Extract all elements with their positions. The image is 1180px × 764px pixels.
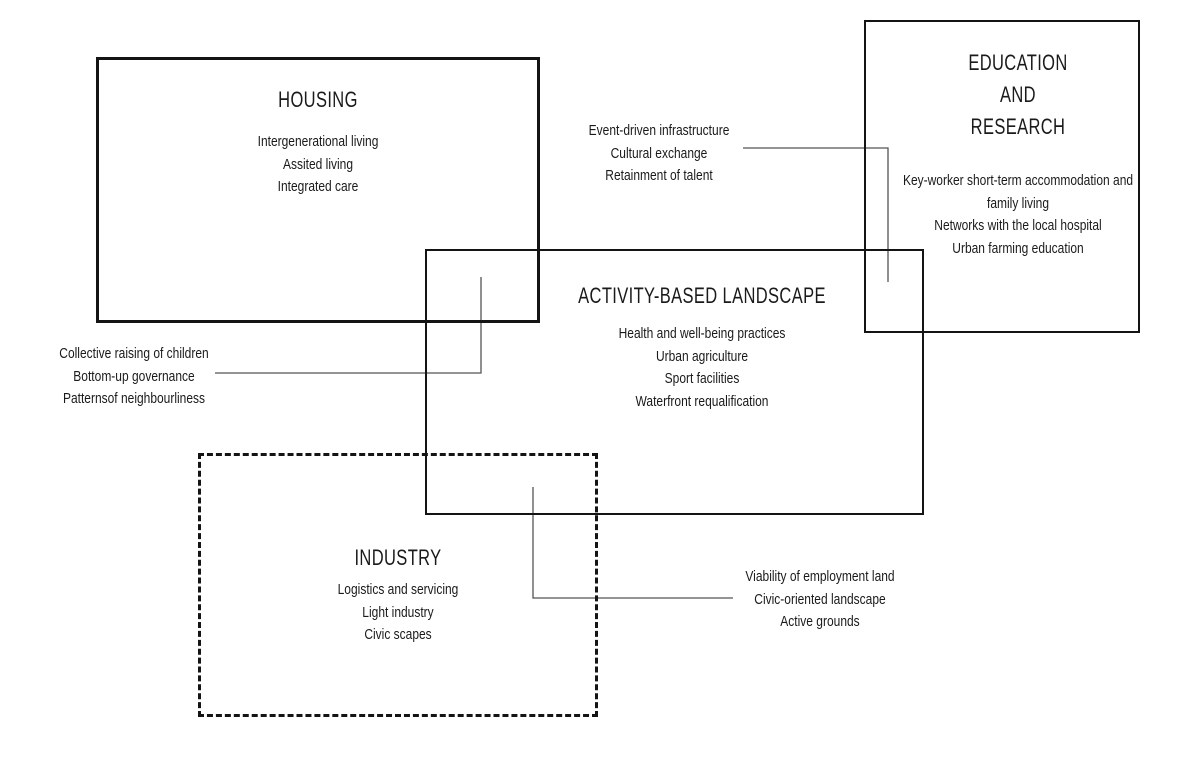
connector-employment-to-activity-line [532,487,733,599]
education-item: Networks with the local hospital [934,217,1102,234]
housing-items: Intergenerational living Assited living … [243,131,394,199]
activity-item: Health and well-being practices [618,325,786,342]
activity-item: Sport facilities [664,370,740,387]
connector-events-to-education-line [743,147,889,282]
activity-landscape-items: Health and well-being practices Urban ag… [598,323,806,413]
housing-title: HOUSING [265,85,371,115]
education-research-box [864,20,1140,333]
connector-community-to-housing-line [215,277,482,374]
education-item: family living [986,194,1050,212]
activity-item: Waterfront requalification [635,392,769,410]
community-annotation: Collective raising of children Bottom-up… [41,343,228,411]
employment-annotation: Viability of employment land Civic-orien… [727,566,914,634]
housing-box [96,57,540,323]
education-research-items: Key-worker short-term accommodation and … [874,170,1162,260]
education-item: Key-worker short-term accommodation and [902,172,1134,189]
industry-title-text: INDUSTRY [354,545,442,570]
activity-item: Urban agriculture [655,347,749,365]
housing-item: Intergenerational living [257,133,379,150]
education-title-line: RESEARCH [970,114,1066,139]
community-annotation-line: Patternsof neighbourliness [62,390,206,407]
events-annotation: Event-driven infrastructure Cultural exc… [571,120,747,188]
education-title-line: EDUCATION [968,50,1068,75]
community-annotation-line: Bottom-up governance [73,367,195,385]
housing-item: Integrated care [277,178,359,195]
education-item: Urban farming education [952,239,1084,257]
industry-items: Logistics and servicing Light industry C… [323,579,474,647]
industry-item: Light industry [362,603,434,621]
employment-annotation-line: Civic-oriented landscape [754,590,886,608]
industry-title: INDUSTRY [340,543,456,573]
housing-item: Assited living [282,155,354,173]
education-title-line: AND [1000,82,1036,107]
events-annotation-line: Event-driven infrastructure [588,122,730,139]
events-annotation-line: Retainment of talent [605,167,713,184]
activity-title-text: ACTIVITY-BASED LANDSCAPE [578,283,826,308]
education-research-title: EDUCATION AND RESEARCH [952,47,1084,143]
industry-item: Logistics and servicing [337,581,459,598]
industry-box [198,453,598,717]
employment-annotation-line: Viability of employment land [745,568,895,585]
activity-landscape-title: ACTIVITY-BASED LANDSCAPE [537,281,867,311]
employment-annotation-line: Active grounds [780,613,860,630]
community-annotation-line: Collective raising of children [59,345,209,362]
housing-title-text: HOUSING [278,87,358,112]
industry-item: Civic scapes [364,626,432,643]
events-annotation-line: Cultural exchange [610,144,708,162]
activity-based-landscape-box [425,249,924,515]
